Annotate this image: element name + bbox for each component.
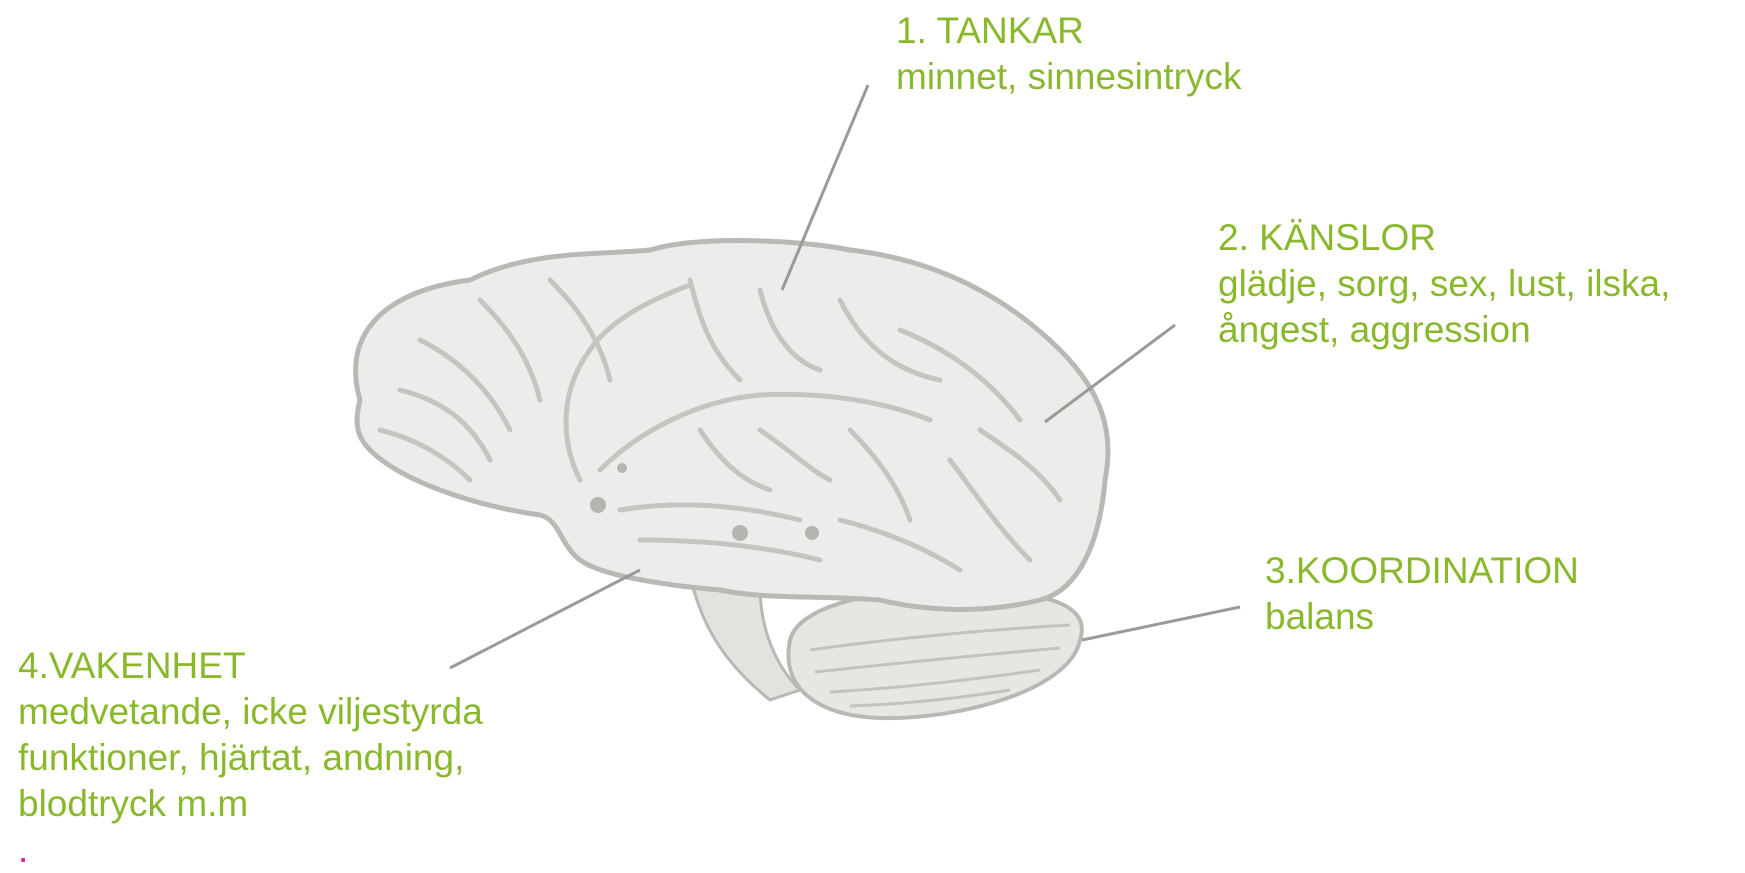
label-kanslor-title: 2. KÄNSLOR [1218, 215, 1670, 261]
label-kanslor-line-2: ångest, aggression [1218, 307, 1670, 353]
label-vakenhet-line-3: blodtryck m.m. [18, 781, 483, 873]
label-koordination-title: 3.KOORDINATION [1265, 548, 1579, 594]
label-vakenhet-line-3-text: blodtryck m.m [18, 783, 248, 824]
label-koordination-line: balans [1265, 594, 1579, 640]
label-vakenhet-line-2: funktioner, hjärtat, andning, [18, 735, 483, 781]
label-kanslor-line-1: glädje, sorg, sex, lust, ilska, [1218, 261, 1670, 307]
label-tankar: 1. TANKAR minnet, sinnesintryck [896, 8, 1241, 100]
label-kanslor: 2. KÄNSLOR glädje, sorg, sex, lust, ilsk… [1218, 215, 1670, 353]
label-vakenhet: 4.VAKENHET medvetande, icke viljestyrda … [18, 643, 483, 873]
label-koordination: 3.KOORDINATION balans [1265, 548, 1579, 640]
leader-line-koordination [1082, 607, 1240, 640]
accent-dot: . [18, 827, 483, 873]
label-tankar-line: minnet, sinnesintryck [896, 54, 1241, 100]
label-vakenhet-title: 4.VAKENHET [18, 643, 483, 689]
label-vakenhet-line-1: medvetande, icke viljestyrda [18, 689, 483, 735]
label-tankar-title: 1. TANKAR [896, 8, 1241, 54]
